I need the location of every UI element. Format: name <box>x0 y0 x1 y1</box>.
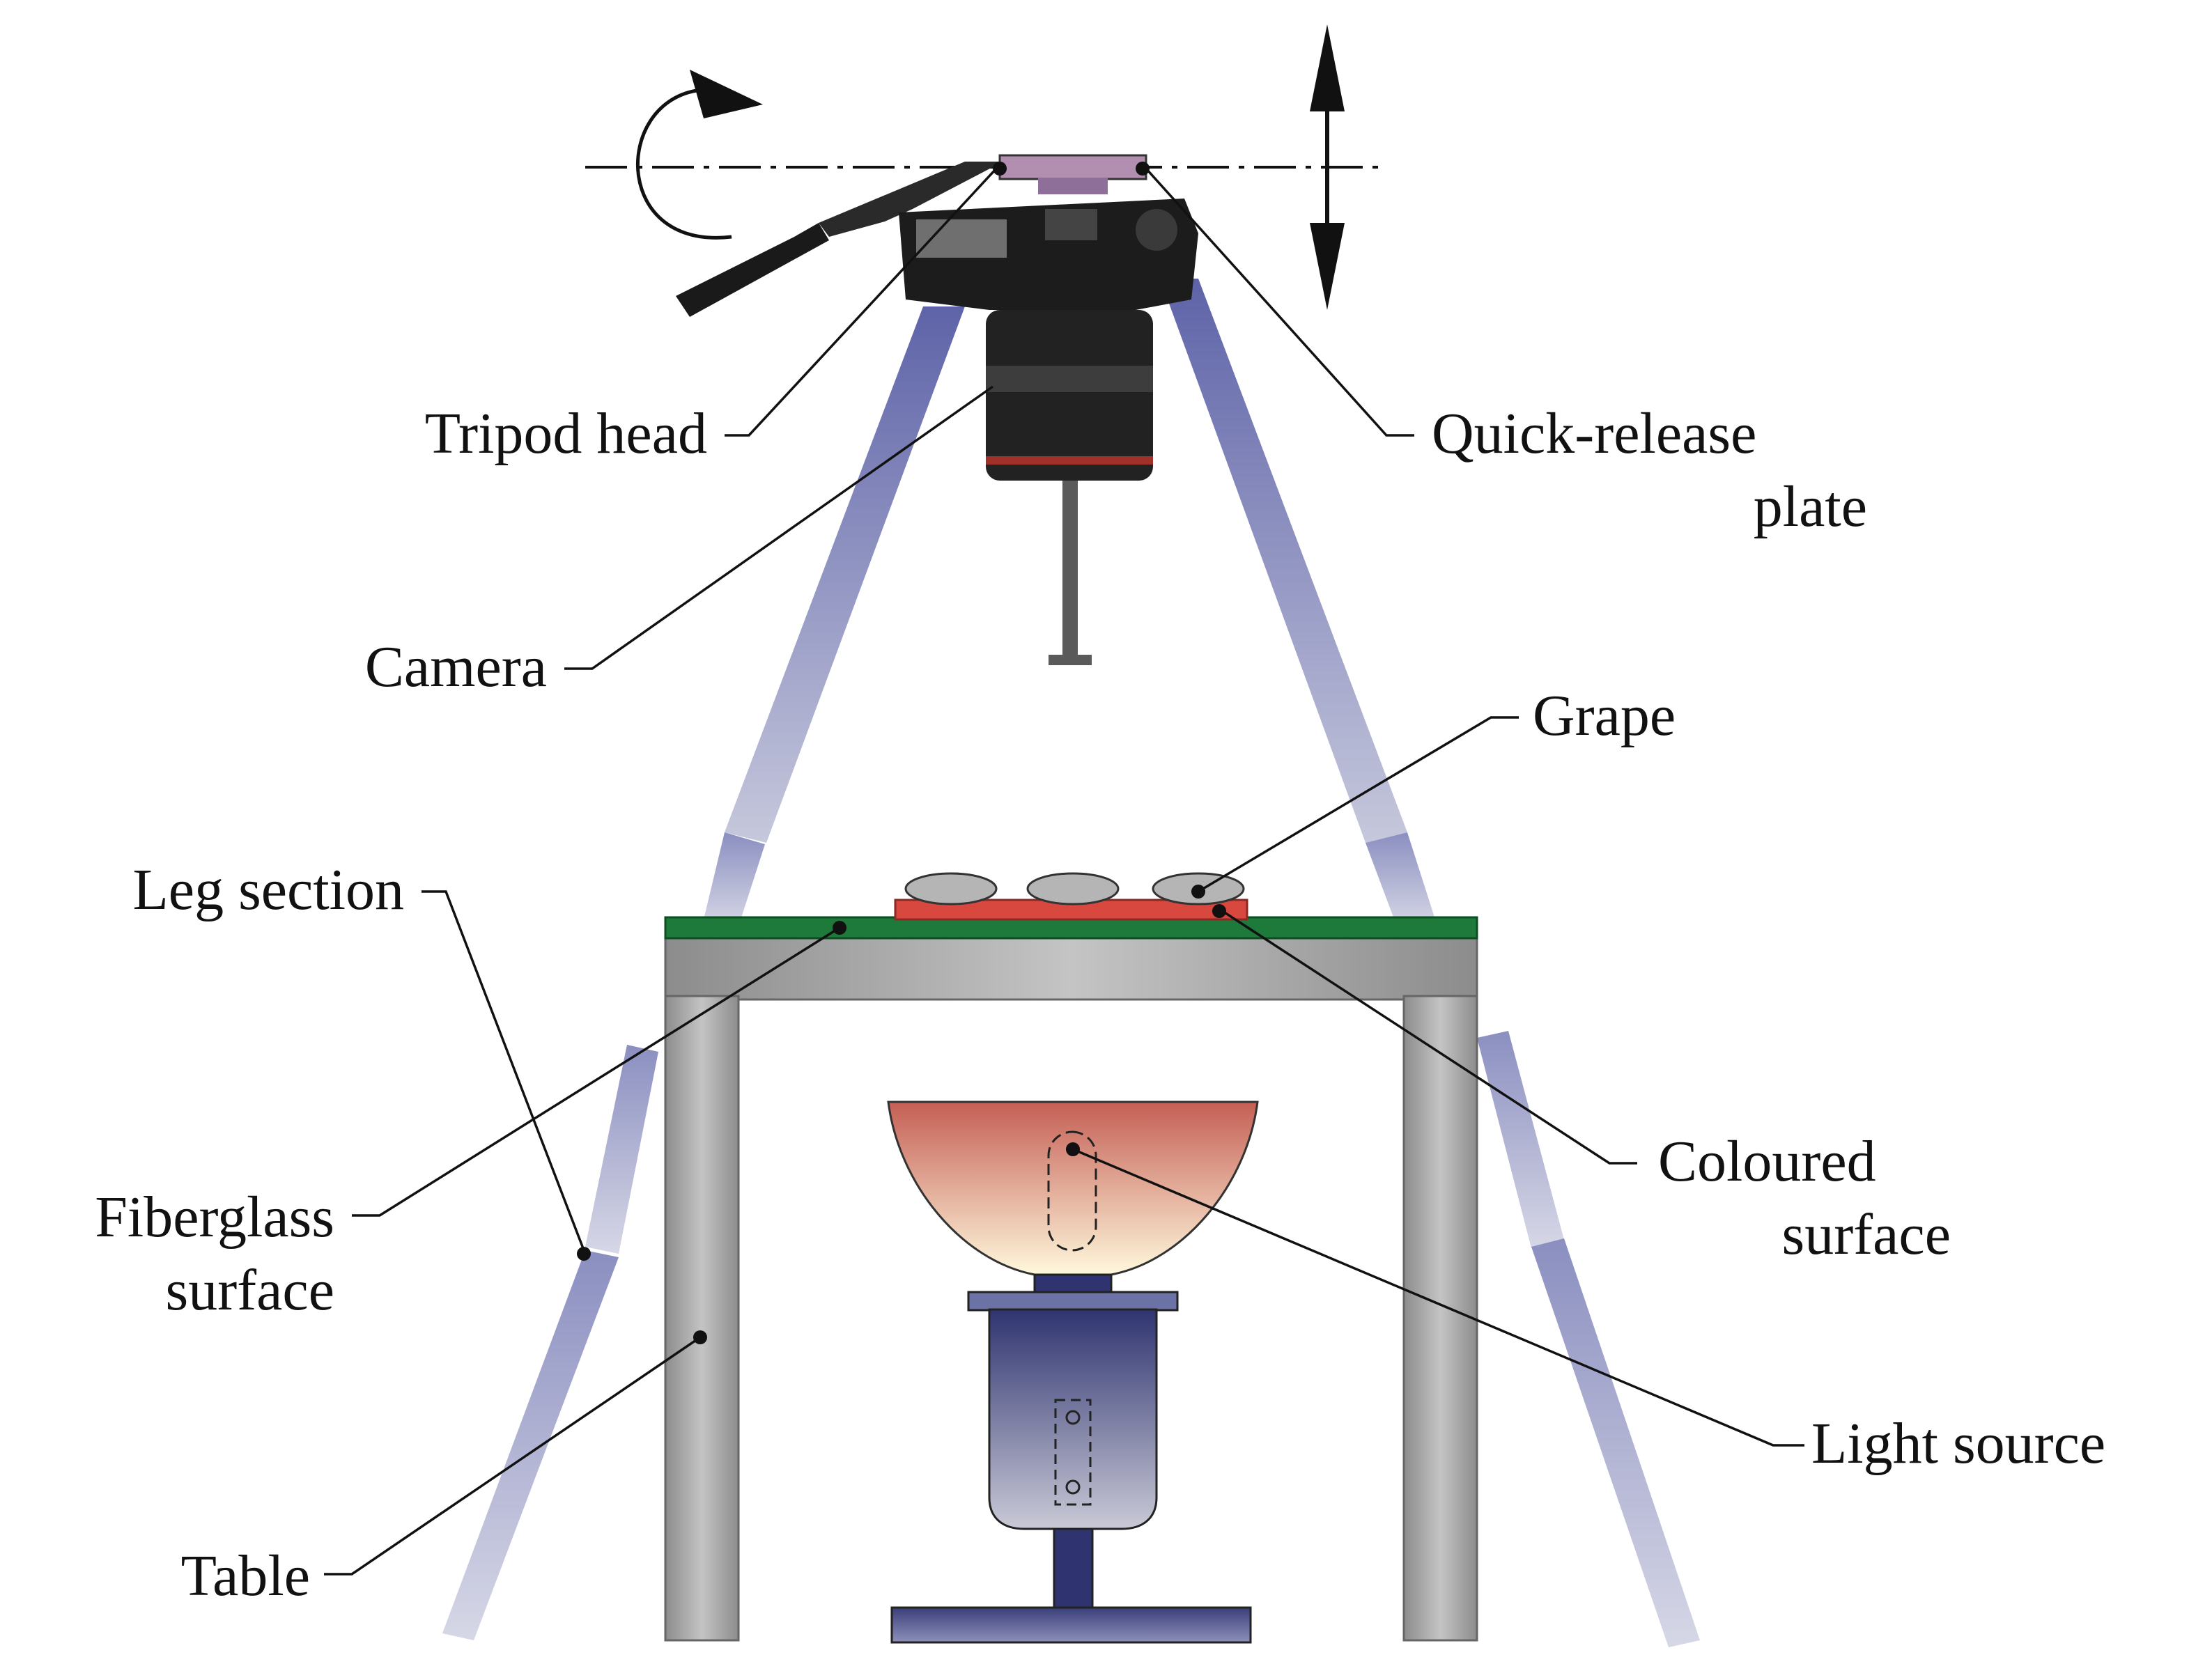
camera-dial <box>1136 209 1177 251</box>
tripod-legs <box>442 279 1700 1647</box>
lamp-shade <box>887 1101 1259 1276</box>
leader-tripod-head <box>725 167 998 437</box>
leader-grape <box>1198 716 1519 893</box>
tripod-leg-left-foot <box>442 1250 619 1640</box>
tripod-leg-left-upper <box>725 306 965 843</box>
leader-fiberglass <box>352 926 840 1217</box>
vertical-double-arrow-icon <box>1310 24 1345 310</box>
label-quick-release-line1: Quick-release <box>1432 401 1756 466</box>
label-coloured-line2: surface <box>1782 1202 1951 1267</box>
leader-dots <box>577 162 1226 1344</box>
camera-lens-band <box>986 366 1153 392</box>
lamp-base <box>890 1606 1252 1644</box>
camera-lens-ring <box>986 456 1153 465</box>
rotation-arrow-icon <box>636 70 763 240</box>
lamp-switch-dot-1 <box>1065 1410 1081 1425</box>
label-coloured-line1: Coloured <box>1658 1129 1876 1194</box>
tripod-head-mount <box>1038 178 1108 194</box>
label-light-source: Light source <box>1811 1411 2105 1476</box>
lamp-bulb-outline <box>1047 1130 1097 1252</box>
label-quick-release-line2: plate <box>1754 474 1867 539</box>
label-fiberglass-line2: surface <box>166 1258 334 1323</box>
table <box>664 932 1478 1642</box>
lamp-stem <box>1053 1527 1094 1610</box>
tripod-head-handle <box>819 162 1003 237</box>
leader-table <box>324 1336 701 1576</box>
lamp-switch-dot-2 <box>1065 1479 1081 1495</box>
tripod-leg-right-upper <box>1160 279 1407 843</box>
label-grape: Grape <box>1533 683 1676 748</box>
grapes <box>904 872 1245 905</box>
grape-2 <box>1026 872 1120 905</box>
lamp <box>887 1101 1259 1644</box>
tripod-leg-left-bottom <box>585 1045 658 1254</box>
lamp-collar <box>967 1291 1179 1312</box>
grape-1 <box>904 872 998 905</box>
leader-leg-section <box>421 890 587 1254</box>
label-camera: Camera <box>365 635 547 699</box>
label-fiberglass-line1: Fiberglass <box>95 1185 334 1250</box>
table-leg-left <box>664 995 740 1642</box>
camera-shutter-rod <box>1062 481 1078 655</box>
camera-hotshoe <box>1045 209 1097 240</box>
label-table: Table <box>181 1544 310 1608</box>
table-leg-right <box>1402 995 1478 1642</box>
camera-lens <box>986 310 1153 481</box>
tripod-head-grip <box>676 223 829 317</box>
tripod-leg-right-lower <box>1366 832 1435 926</box>
tripod-leg-right-foot <box>1531 1238 1700 1647</box>
tripod-leg-right-bottom <box>1477 1031 1564 1248</box>
camera-shutter-rod-tip <box>1049 655 1092 665</box>
leader-lines <box>324 167 1804 1576</box>
lamp-switch-outline <box>1054 1399 1092 1506</box>
leader-quick-release <box>1145 167 1414 437</box>
tripod-leg-left-lower <box>704 832 765 926</box>
lamp-neck <box>1033 1273 1113 1296</box>
label-tripod-head: Tripod head <box>425 401 707 466</box>
lamp-body <box>988 1308 1158 1530</box>
leader-light-source <box>1072 1148 1804 1447</box>
quick-release-plate-shape <box>998 154 1147 180</box>
leader-coloured <box>1219 908 1637 1165</box>
leader-camera <box>564 385 994 670</box>
table-top <box>664 932 1478 1001</box>
label-leg-section: Leg section <box>132 857 404 922</box>
